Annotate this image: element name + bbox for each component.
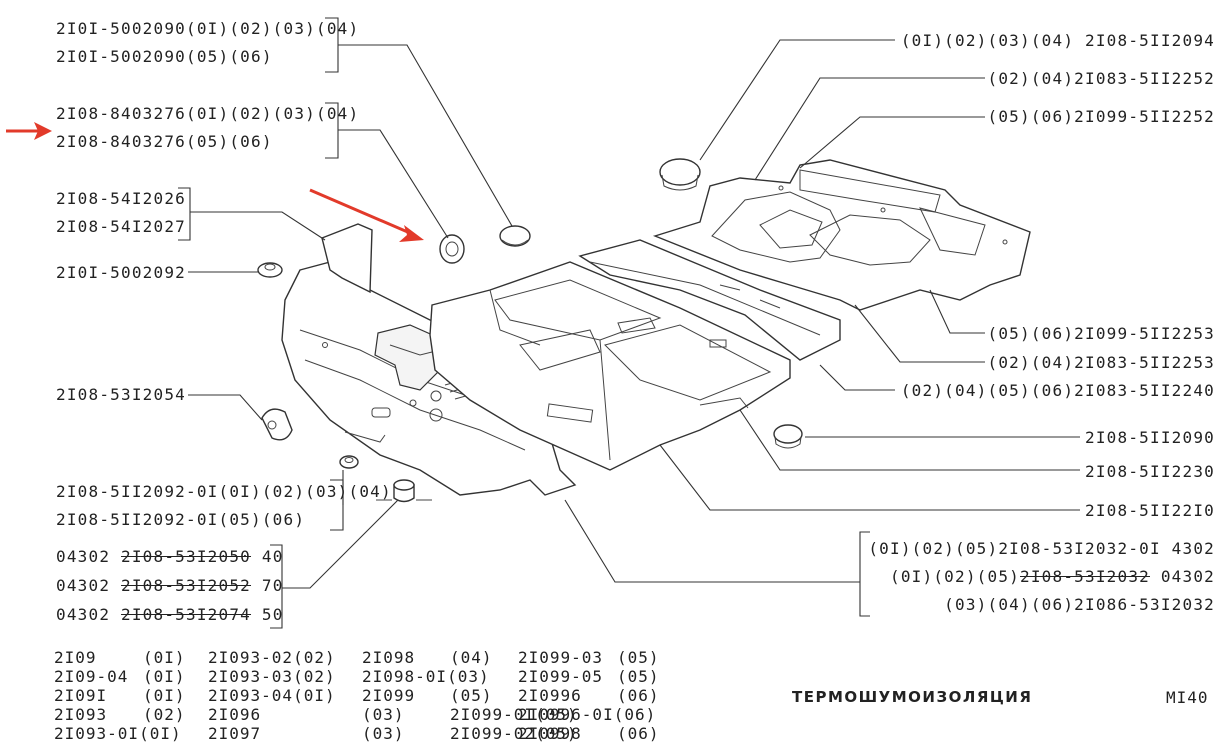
qty: 40 bbox=[261, 547, 284, 566]
part-number: 2I08-53I2074 bbox=[121, 605, 252, 624]
label-part-5002090-a: 2I0I-5002090(0I)(02)(03)(04) bbox=[56, 19, 360, 38]
label-part-2I099-5II2252: (05)(06)2I099-5II2252 bbox=[987, 107, 1215, 126]
model-table-cell: 2I099-03 bbox=[518, 648, 604, 667]
label-part-2I099-5II2253: (05)(06)2I099-5II2253 bbox=[987, 324, 1215, 343]
label-part-5II22I0: 2I08-5II22I0 bbox=[1085, 501, 1215, 520]
side-insulation-part bbox=[321, 223, 373, 294]
model-table-cell: (03) bbox=[362, 705, 405, 724]
label-part-5002090-b: 2I0I-5002090(05)(06) bbox=[56, 47, 273, 66]
label-part-5II2092-b: 2I08-5II2092-0I(05)(06) bbox=[56, 510, 306, 529]
code: 04302 bbox=[1150, 567, 1215, 586]
label-part-5002092: 2I0I-5002092 bbox=[56, 263, 186, 282]
pad-5002092 bbox=[257, 262, 283, 278]
label-part-54I2027: 2I08-54I2027 bbox=[56, 217, 186, 236]
annotation-arrow-left bbox=[6, 122, 52, 140]
model-table-cell: 2I093-04(0I) bbox=[208, 686, 336, 705]
annotation-arrow-diagonal bbox=[309, 188, 424, 242]
plug-5II2090 bbox=[773, 424, 803, 449]
label-part-53I2054: 2I08-53I2054 bbox=[56, 385, 186, 404]
label-part-5II2230: 2I08-5II2230 bbox=[1085, 462, 1215, 481]
plug-center bbox=[499, 225, 531, 247]
label-part-5II2090: 2I08-5II2090 bbox=[1085, 428, 1215, 447]
model-table-cell: (05) bbox=[617, 648, 660, 667]
plug-5II2092 bbox=[339, 455, 359, 469]
model-table-cell: 2I099-02(05) bbox=[450, 724, 578, 743]
label-part-53I2050: 04302 2I08-53I2050 40 bbox=[56, 548, 284, 566]
label-part-53I2074: 04302 2I08-53I2074 50 bbox=[56, 606, 284, 624]
page-title: ТЕРМОШУМОИЗОЛЯЦИЯ bbox=[792, 688, 1033, 706]
model-table-cell: 2I093-03(02) bbox=[208, 667, 336, 686]
model-table-cell: 2I093-02(02) bbox=[208, 648, 336, 667]
model-table-cell: 2I0996-0I(06) bbox=[518, 705, 657, 724]
model-table-cell: (04) bbox=[450, 648, 493, 667]
model-table-cell: 2I096 bbox=[208, 705, 262, 724]
part-number: 2I08-53I2050 bbox=[121, 547, 252, 566]
code: 04302 bbox=[56, 576, 111, 595]
qty: 70 bbox=[261, 576, 284, 595]
model-table-cell: 2I097 bbox=[208, 724, 262, 743]
prefix: (0I)(02)(05) bbox=[890, 567, 1020, 586]
code: 04302 bbox=[56, 547, 111, 566]
model-table-cell: 2I099-0I(05) bbox=[450, 705, 578, 724]
label-part-54I2026: 2I08-54I2026 bbox=[56, 189, 186, 208]
label-part-8403276-b: 2I08-8403276(05)(06) bbox=[56, 132, 273, 151]
plug-53I2050 bbox=[376, 479, 432, 503]
model-table-cell: (0I) bbox=[143, 648, 186, 667]
model-table-cell: 2I098 bbox=[362, 648, 416, 667]
model-table-cell: 2I099-05 bbox=[518, 667, 604, 686]
label-part-53I2032-0I: (0I)(02)(05)2I08-53I2032-0I 4302 bbox=[868, 539, 1215, 558]
model-table-cell: 2I098-0I(03) bbox=[362, 667, 490, 686]
model-table-cell: 2I09 bbox=[54, 648, 97, 667]
leader-lines bbox=[178, 17, 1080, 629]
model-table-cell: (0I) bbox=[143, 667, 186, 686]
label-part-2I083-5II2252: (02)(04)2I083-5II2252 bbox=[987, 69, 1215, 88]
label-part-5II2240: (02)(04)(05)(06)2I083-5II2240 bbox=[900, 381, 1215, 400]
label-part-5II2092-a: 2I08-5II2092-0I(0I)(02)(03)(04) bbox=[56, 482, 392, 501]
part-number: 2I08-53I2032 bbox=[1020, 567, 1150, 586]
model-table-cell: 2I0998 bbox=[518, 724, 582, 743]
model-table-cell: 2I0996 bbox=[518, 686, 582, 705]
model-table-cell: (0I) bbox=[143, 686, 186, 705]
model-table-cell: (05) bbox=[617, 667, 660, 686]
center-floor-panel bbox=[429, 261, 791, 471]
model-table-cell: (02) bbox=[143, 705, 186, 724]
grommet-red-target bbox=[439, 234, 465, 264]
floor-strip-panel bbox=[578, 239, 841, 361]
label-part-2I083-5II2253: (02)(04)2I083-5II2253 bbox=[987, 353, 1215, 372]
label-part-53I2052: 04302 2I08-53I2052 70 bbox=[56, 577, 284, 595]
bumper-pad-53I2054 bbox=[261, 408, 293, 441]
label-part-53I2032: (0I)(02)(05)2I08-53I2032 04302 bbox=[890, 568, 1215, 586]
model-table-cell: (05) bbox=[450, 686, 493, 705]
page-number: MI40 bbox=[1166, 688, 1209, 707]
plug-top-right bbox=[659, 158, 701, 191]
label-part-5II2094: (0I)(02)(03)(04) 2I08-5II2094 bbox=[900, 31, 1215, 50]
code: 04302 bbox=[56, 605, 111, 624]
model-table-cell: (06) bbox=[617, 724, 660, 743]
qty: 50 bbox=[261, 605, 284, 624]
model-table-cell: 2I093 bbox=[54, 705, 108, 724]
model-table-cell: (03) bbox=[362, 724, 405, 743]
label-part-8403276-a: 2I08-8403276(0I)(02)(03)(04) bbox=[56, 104, 360, 123]
label-part-2I086-53I2032: (03)(04)(06)2I086-53I2032 bbox=[944, 595, 1215, 614]
part-number: 2I08-53I2052 bbox=[121, 576, 252, 595]
model-table-cell: 2I09I bbox=[54, 686, 108, 705]
model-table-cell: 2I093-0I(0I) bbox=[54, 724, 182, 743]
model-table-cell: 2I09-04 bbox=[54, 667, 129, 686]
front-floor-panel bbox=[652, 159, 1031, 311]
model-table-cell: (06) bbox=[617, 686, 660, 705]
model-table-cell: 2I099 bbox=[362, 686, 416, 705]
